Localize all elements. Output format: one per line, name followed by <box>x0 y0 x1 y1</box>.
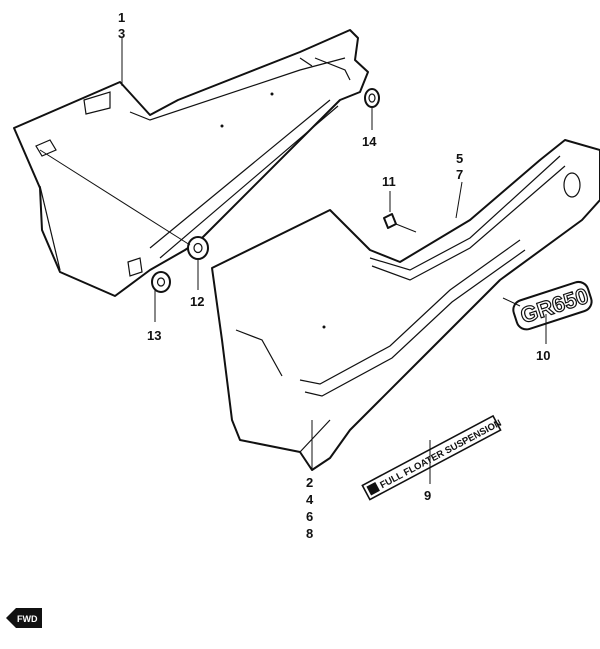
callout-11: 11 <box>382 174 396 189</box>
clip-11 <box>383 213 397 229</box>
callout-5: 5 <box>456 151 463 166</box>
callout-1: 1 <box>118 10 125 25</box>
callout-3: 3 <box>118 26 125 41</box>
fwd-arrow-icon: FWD <box>6 608 42 628</box>
callout-13: 13 <box>147 328 161 343</box>
grommet-13 <box>151 271 171 293</box>
leader-lines <box>39 38 547 484</box>
callout-12: 12 <box>190 294 204 309</box>
emblem-10: GR650 <box>512 280 593 331</box>
callout-6: 6 <box>306 509 313 524</box>
callout-8: 8 <box>306 526 313 541</box>
grommet-14 <box>364 88 380 108</box>
grommet-12 <box>187 236 209 260</box>
fwd-label: FWD <box>17 614 38 624</box>
callout-10: 10 <box>536 348 550 363</box>
callout-14: 14 <box>362 134 377 149</box>
callout-numbers: 1 3 14 5 7 11 12 13 10 2 4 6 8 9 <box>118 10 550 541</box>
callout-2: 2 <box>306 475 313 490</box>
callout-9: 9 <box>424 488 431 503</box>
callout-7: 7 <box>456 167 463 182</box>
right-frame-cover <box>211 139 600 471</box>
decal-text: FULL FLOATER SUSPENSION <box>378 418 503 492</box>
left-frame-cover <box>13 29 369 297</box>
callout-4: 4 <box>306 492 314 507</box>
decal-9: FULL FLOATER SUSPENSION <box>361 414 504 501</box>
